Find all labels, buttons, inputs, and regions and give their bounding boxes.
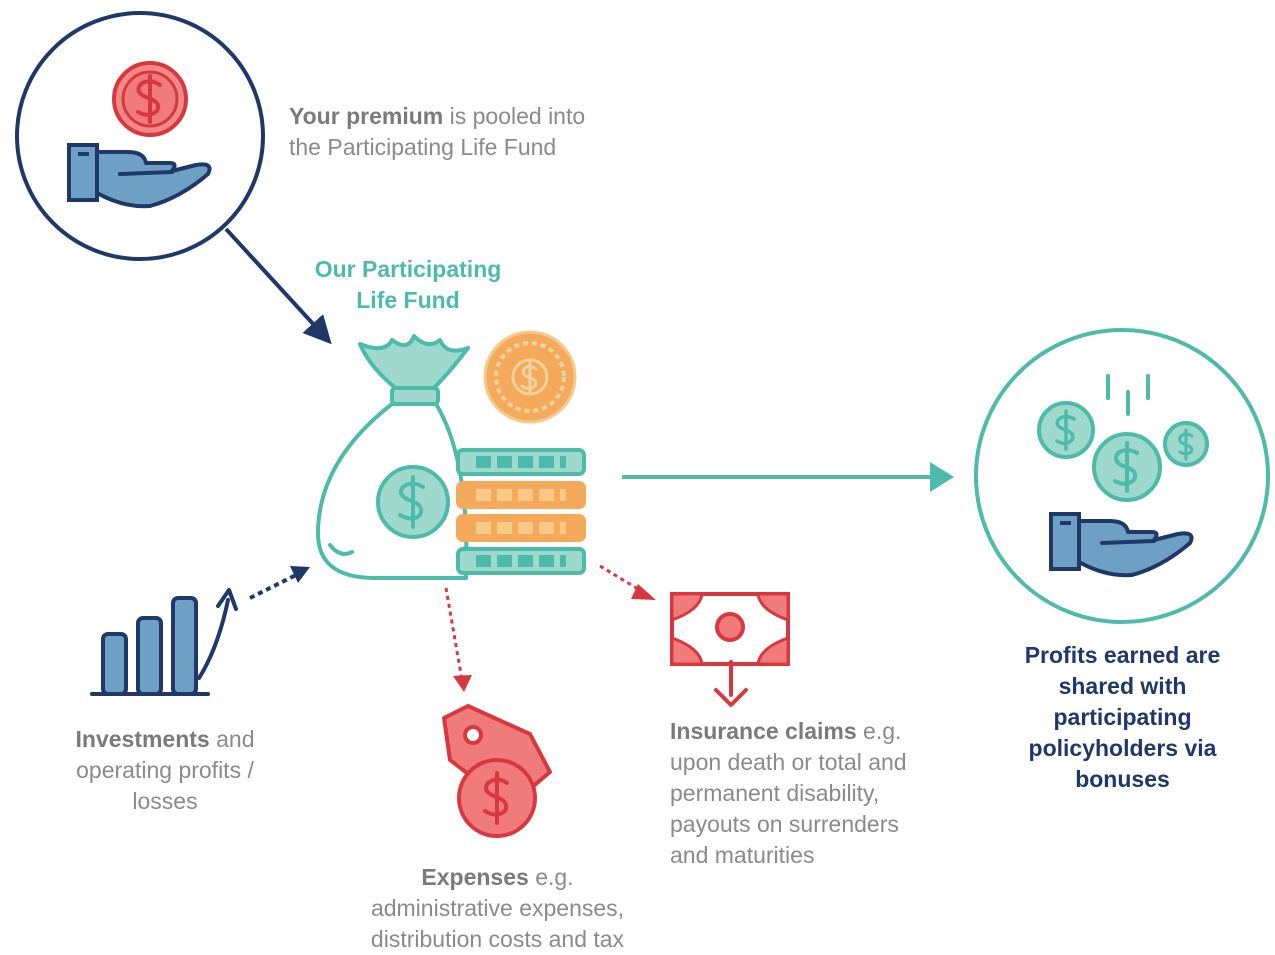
fund-title-line1: Our Participating (314, 256, 502, 282)
investments-to-fund-arrow (249, 566, 310, 600)
fund-title-line2: Life Fund (356, 287, 460, 313)
expenses-caption-bold: Expenses (421, 864, 529, 890)
profits-caption-line5: bonuses (1075, 766, 1170, 792)
expenses-caption: Expenses e.g. administrative expenses, d… (340, 862, 655, 955)
profits-caption-line3: participating (1053, 704, 1192, 730)
coin-icon (483, 330, 577, 424)
investments-caption-bold: Investments (75, 726, 210, 752)
fund-to-expenses-arrow (444, 587, 472, 692)
expenses-caption-rest: e.g. (528, 864, 574, 890)
claims-caption-line4: payouts on surrenders (670, 811, 899, 837)
premium-caption-rest: is pooled into (443, 103, 586, 129)
hand-receiving-coins-icon (1037, 374, 1209, 578)
profits-caption-line1: Profits earned are (1024, 642, 1221, 668)
fund-to-profits-arrow (622, 462, 954, 492)
profits-caption: Profits earned are shared with participa… (990, 640, 1255, 795)
premium-caption-line2: the Participating Life Fund (289, 134, 557, 160)
premium-caption-bold: Your premium (289, 103, 444, 129)
profits-caption-line2: shared with (1058, 673, 1187, 699)
claims-caption: Insurance claims e.g. upon death or tota… (670, 716, 907, 871)
premium-to-fund-arrow (224, 227, 332, 345)
investments-caption-rest: and (209, 726, 255, 752)
claims-caption-line5: and maturities (670, 842, 815, 868)
investments-caption: Investments and operating profits / loss… (40, 724, 290, 817)
claims-caption-bold: Insurance claims (670, 718, 857, 744)
coin-stack-icon (456, 448, 586, 575)
investments-caption-line3: losses (132, 788, 198, 814)
banknote-payout-icon (670, 592, 790, 707)
hand-receiving-coin-icon (67, 61, 212, 209)
growth-chart-icon (90, 588, 238, 696)
claims-caption-line3: permanent disability, (670, 780, 880, 806)
profits-caption-line4: policyholders via (1028, 735, 1217, 761)
expenses-caption-line3: distribution costs and tax (370, 926, 625, 952)
premium-caption: Your premium is pooled into the Particip… (289, 101, 585, 163)
claims-caption-rest: e.g. (856, 718, 902, 744)
expenses-caption-line2: administrative expenses, (370, 895, 625, 921)
price-tag-coin-icon (442, 704, 552, 838)
fund-title: Our Participating Life Fund (258, 254, 558, 316)
premium-circle (15, 11, 265, 261)
investments-caption-line2: operating profits / (76, 757, 254, 783)
fund-to-claims-arrow (599, 564, 656, 600)
claims-caption-line2: upon death or total and (670, 749, 907, 775)
money-bag-icon (315, 334, 470, 580)
